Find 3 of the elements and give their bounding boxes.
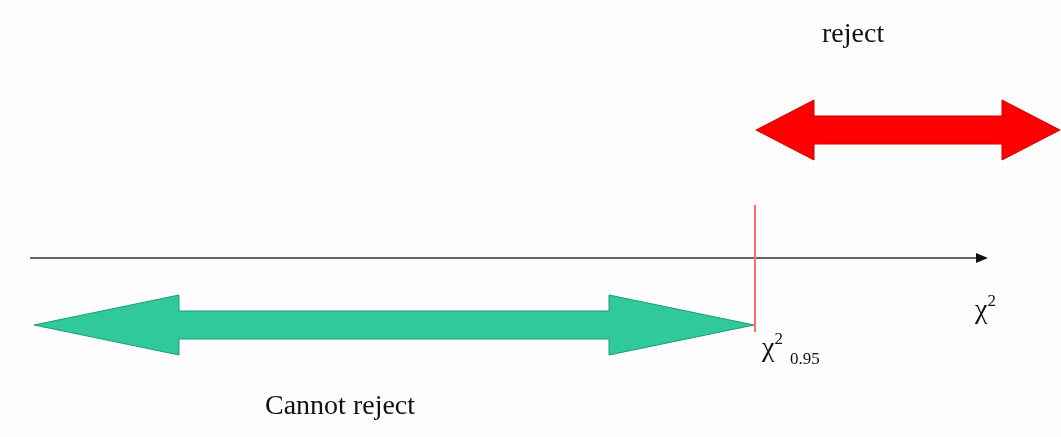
region-label: Cannot reject xyxy=(265,390,416,421)
region-label: reject xyxy=(822,18,885,49)
axis-label: χ$^{2}$ xyxy=(975,292,996,325)
